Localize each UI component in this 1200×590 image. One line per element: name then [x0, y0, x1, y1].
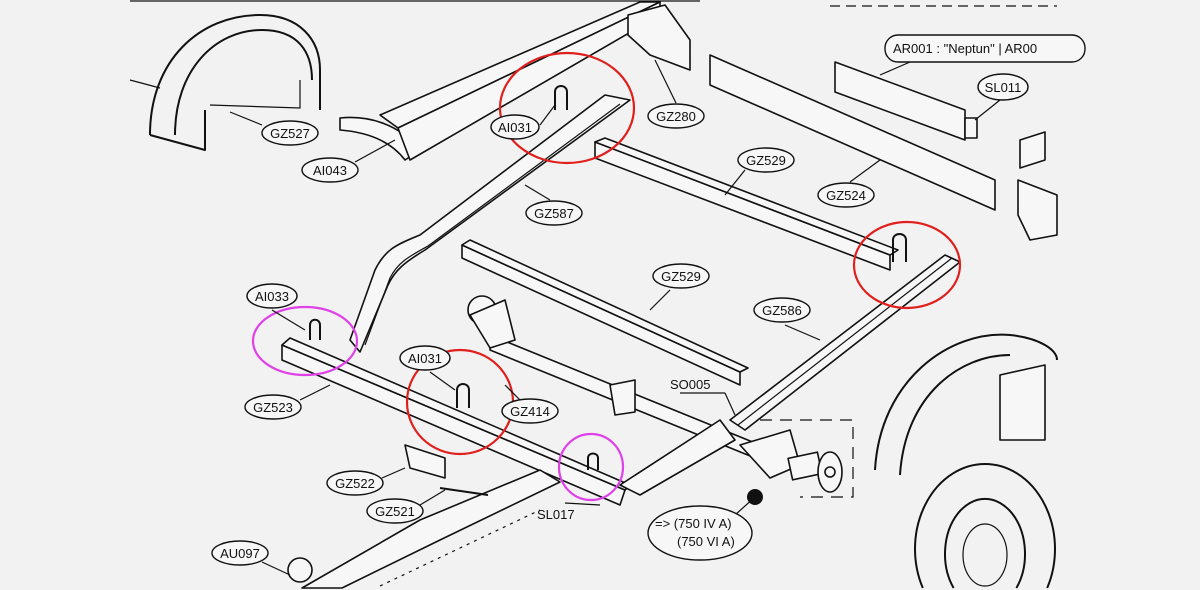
svg-text:GZ529: GZ529	[661, 269, 701, 284]
svg-text:GZ527: GZ527	[270, 126, 310, 141]
label-sl011: SL011	[977, 73, 1029, 101]
right-brackets	[1017, 131, 1058, 241]
svg-text:GZ280: GZ280	[656, 109, 696, 124]
wheel-right	[874, 333, 1058, 589]
label-gz586: GZ586	[753, 297, 811, 323]
label-gz521: GZ521	[366, 498, 424, 524]
svg-text:AI033: AI033	[255, 289, 289, 304]
svg-text:GZ524: GZ524	[826, 188, 866, 203]
svg-text:AI043: AI043	[313, 163, 347, 178]
label-gz523: GZ523	[244, 394, 302, 420]
ubolt-ai031-mid	[456, 383, 470, 408]
svg-text:GZ586: GZ586	[762, 303, 802, 318]
coupling-au097	[287, 557, 313, 583]
svg-text:GZ521: GZ521	[375, 504, 415, 519]
highlight-red-right	[852, 220, 962, 310]
label-ai031-mid: AI031	[399, 345, 451, 371]
label-ai033: AI033	[246, 283, 298, 309]
stub-axle	[734, 419, 854, 516]
mudguard-gz524	[709, 54, 996, 211]
label-ar001: AR001 : "Neptun" | AR00	[884, 34, 1086, 63]
svg-text:GZ587: GZ587	[534, 206, 574, 221]
bracket-gz280	[627, 4, 691, 71]
label-au097: AU097	[211, 540, 269, 566]
crossmember-gz529-top	[594, 137, 899, 271]
rail-gz586	[729, 254, 961, 431]
svg-text:AR001 : "Neptun" | AR00: AR001 : "Neptun" | AR00	[893, 41, 1037, 56]
ubolt-ai031-top	[554, 85, 568, 110]
axle-gz414	[467, 295, 761, 461]
label-gz524: GZ524	[817, 182, 875, 208]
svg-text:AU097: AU097	[220, 546, 260, 561]
label-gz522: GZ522	[326, 470, 384, 496]
highlight-magenta-front	[557, 432, 625, 502]
label-gz529-top: GZ529	[737, 147, 795, 173]
label-gz414: GZ414	[501, 398, 559, 424]
fender-left	[129, 14, 321, 151]
rail-gz587	[349, 94, 631, 353]
bracket-gz522	[404, 444, 446, 479]
label-gz527: GZ527	[261, 120, 319, 146]
highlight-red-top	[498, 51, 636, 165]
svg-text:SL011: SL011	[985, 80, 1022, 95]
crossmember-gz529-mid	[461, 239, 749, 386]
svg-text:GZ522: GZ522	[335, 476, 375, 491]
drawbar-bottom	[287, 419, 736, 589]
label-sl017: SL017	[537, 507, 575, 522]
label-axle-variants: => (750 IV A) (750 VI A)	[647, 505, 753, 561]
label-ai031-top: AI031	[490, 114, 540, 140]
label-so005: SO005	[670, 377, 710, 392]
panel-ar001	[834, 61, 978, 141]
highlight-magenta-left	[251, 305, 359, 377]
ubolt-ai033	[309, 318, 321, 340]
drawbar-top	[339, 1, 661, 161]
label-ai043: AI043	[301, 157, 359, 183]
ubolt-right-front	[587, 452, 599, 470]
leader-lines	[229, 59, 1001, 576]
label-gz529-mid: GZ529	[652, 263, 710, 289]
svg-text:AI031: AI031	[408, 351, 442, 366]
svg-text:GZ414: GZ414	[510, 404, 550, 419]
svg-text:=> (750 IV A): => (750 IV A)	[655, 516, 732, 531]
svg-text:AI031: AI031	[498, 120, 532, 135]
ubolt-ai031-right	[892, 233, 907, 262]
pin-gz521	[439, 487, 489, 496]
svg-text:GZ529: GZ529	[746, 153, 786, 168]
label-gz587: GZ587	[525, 200, 583, 226]
label-gz280: GZ280	[647, 103, 705, 129]
svg-text:(750 VI A): (750 VI A)	[677, 534, 735, 549]
svg-text:GZ523: GZ523	[253, 400, 293, 415]
